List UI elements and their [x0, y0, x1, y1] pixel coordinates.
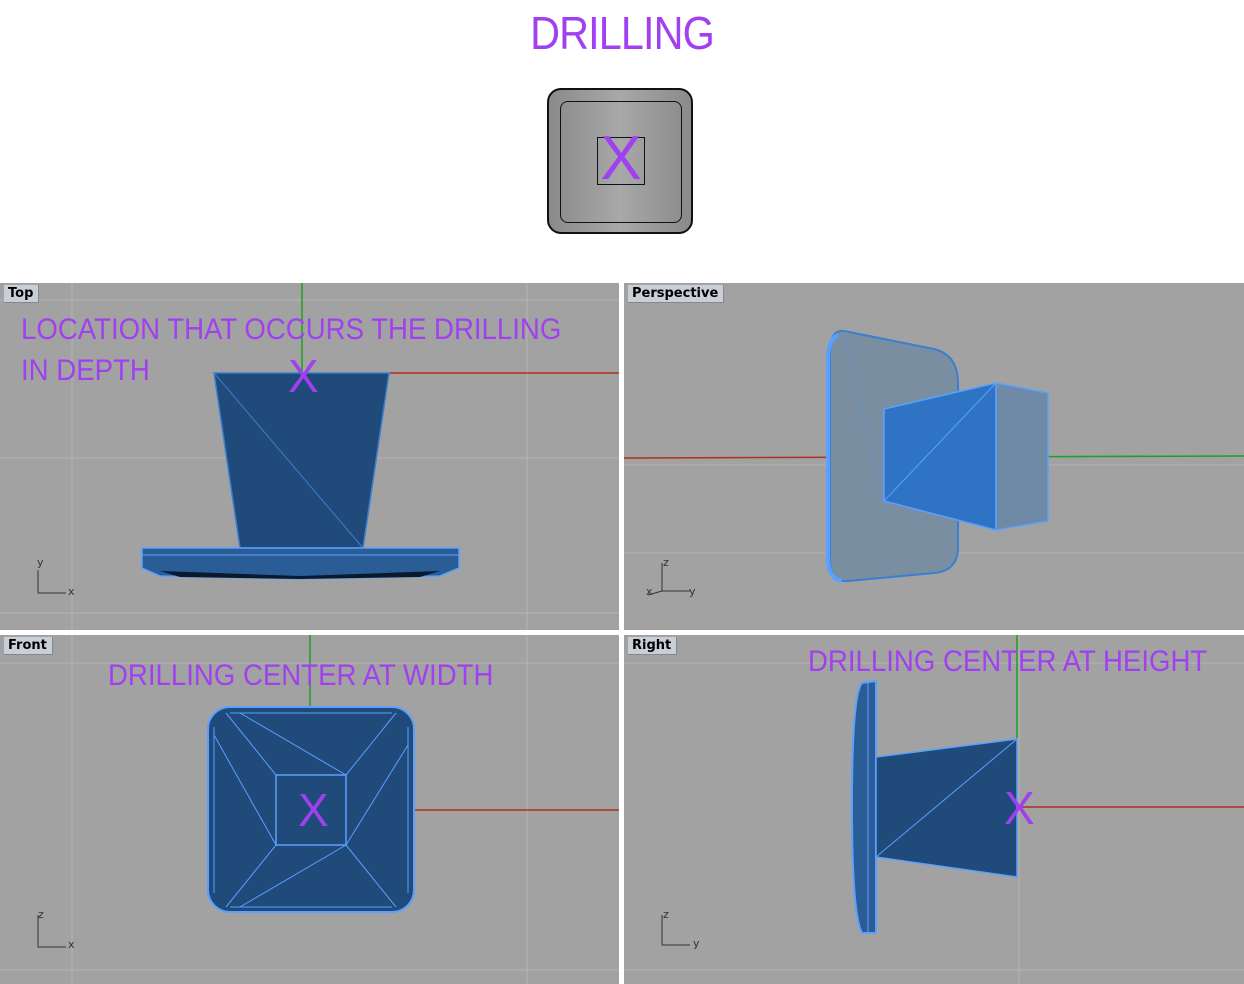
viewport-label-perspective[interactable]: Perspective	[628, 285, 725, 303]
annotation-depth-line1: LOCATION THAT OCCURS THE DRILLING	[21, 313, 562, 346]
annotation-depth-line2: IN DEPTH	[21, 354, 150, 387]
drilling-tool-icon[interactable]: X	[547, 88, 693, 234]
viewport-front[interactable]: Front DRILLING CENTER AT WIDTH X z x	[0, 635, 619, 984]
axis-indicator	[661, 915, 690, 946]
knob-stem-side	[875, 738, 1018, 878]
axis-label-z: z	[663, 556, 669, 569]
grid-lines	[624, 635, 1244, 984]
knob-base-shadow	[160, 571, 440, 579]
axis-label-x: x	[646, 585, 653, 598]
icon-hole-square: X	[597, 128, 645, 190]
drill-mark-right: X	[1004, 782, 1035, 834]
annotation-height: DRILLING CENTER AT HEIGHT	[808, 645, 1208, 678]
viewport-label-front[interactable]: Front	[4, 637, 53, 655]
viewport-perspective[interactable]: Perspective z x y	[624, 283, 1244, 630]
axis-label-x: x	[68, 938, 75, 951]
plate-facets	[213, 712, 409, 908]
right-viewport-canvas	[624, 635, 1244, 984]
knob-stem-front	[275, 774, 347, 846]
plate-facet	[843, 330, 887, 514]
page-title: DRILLING	[530, 7, 715, 59]
viewport-top[interactable]: Top LOCATION THAT OCCURS THE DRILLING IN…	[0, 283, 619, 630]
icon-inner-frame: X	[560, 101, 682, 223]
viewport-right[interactable]: Right DRILLING CENTER AT HEIGHT X z y	[624, 635, 1244, 984]
icon-x-mark: X	[600, 124, 642, 193]
drill-mark-front: X	[298, 784, 329, 836]
annotation-width: DRILLING CENTER AT WIDTH	[108, 659, 494, 692]
viewport-label-right[interactable]: Right	[628, 637, 678, 655]
axis-label-x: x	[68, 585, 75, 598]
stem-facet	[883, 382, 997, 502]
knob-plate-side	[850, 679, 877, 934]
grid-lines	[0, 283, 619, 630]
knob-edge	[213, 372, 364, 549]
axis-label-y: y	[693, 937, 700, 950]
perspective-viewport-canvas	[624, 329, 1244, 596]
knob-plate-edge	[826, 333, 843, 583]
viewport-divider-vertical[interactable]	[619, 282, 624, 984]
knob-edge	[362, 372, 390, 549]
drill-mark-top: X	[288, 350, 319, 402]
knob-stem-side	[995, 382, 1049, 531]
front-viewport-canvas	[0, 635, 619, 984]
axis-indicator	[37, 570, 66, 594]
viewport-label-top[interactable]: Top	[4, 285, 40, 303]
axis-label-y: y	[689, 585, 696, 598]
axis-label-z: z	[663, 908, 669, 921]
axis-label-z: z	[38, 908, 44, 921]
axis-indicator	[37, 915, 66, 948]
axis-label-y: y	[37, 556, 44, 569]
top-viewport-canvas	[0, 283, 619, 630]
